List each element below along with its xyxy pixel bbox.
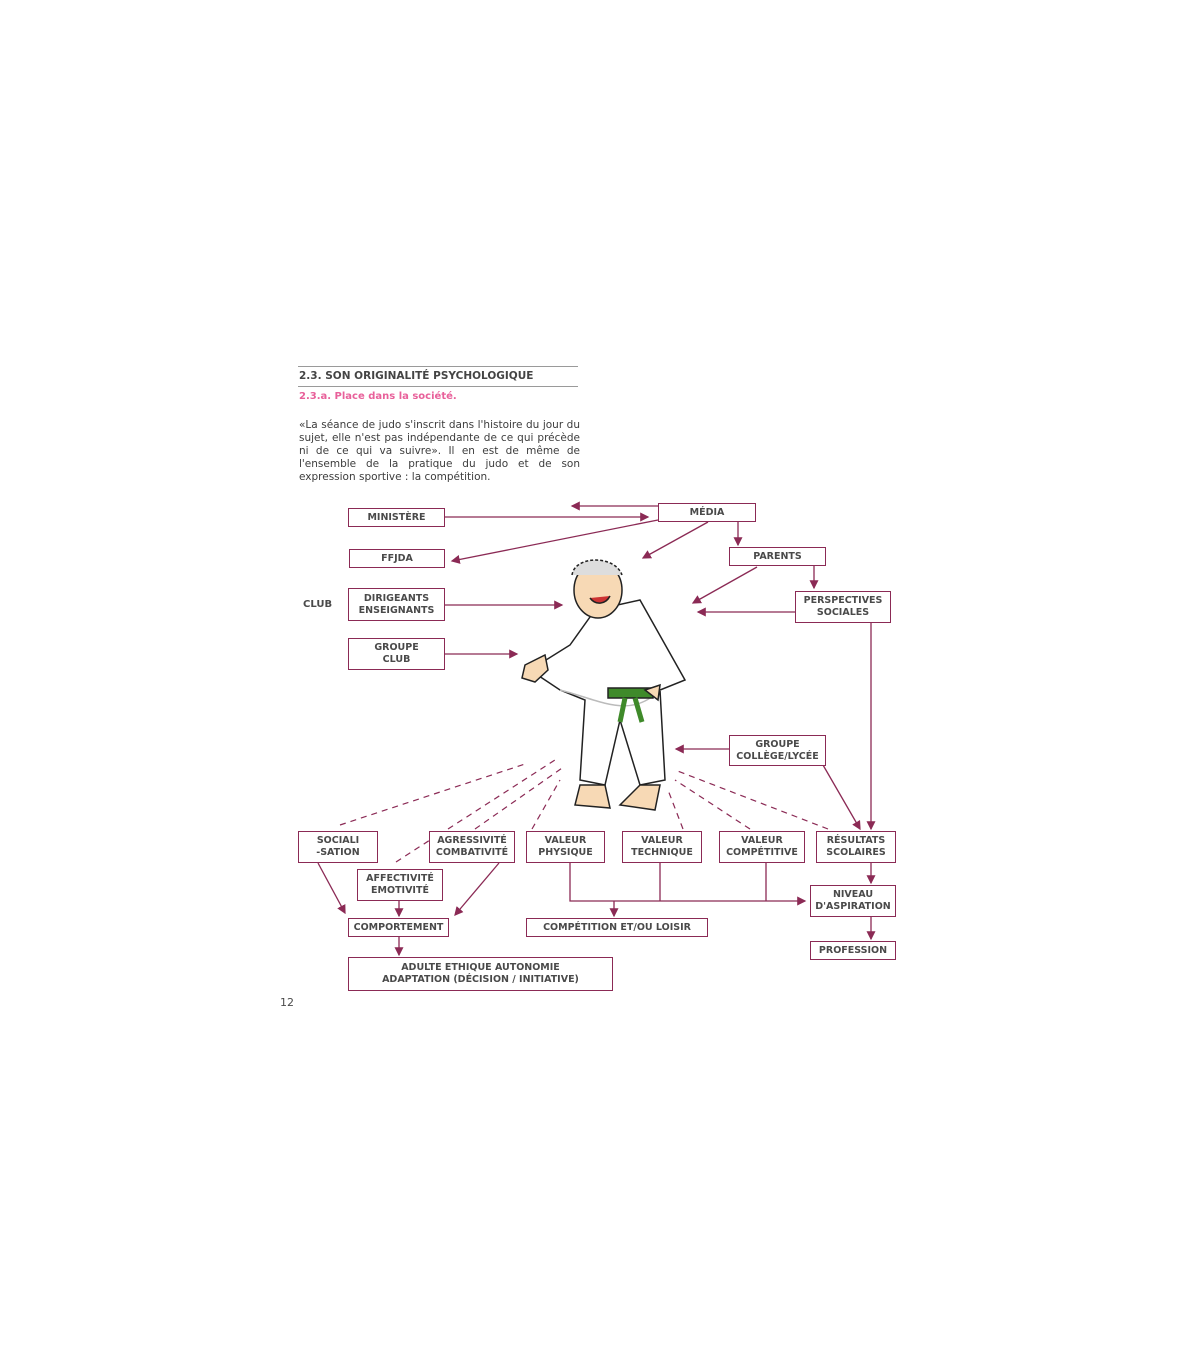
box-ffjda: FFJDA	[349, 549, 445, 568]
box-ministere: MINISTÈRE	[348, 508, 445, 527]
box-valeur-competitive: VALEUR COMPÉTITIVE	[719, 831, 805, 863]
box-parents: PARENTS	[729, 547, 826, 566]
box-perspectives: PERSPECTIVES SOCIALES	[795, 591, 891, 623]
page-number: 12	[280, 996, 294, 1009]
club-label: CLUB	[303, 599, 333, 610]
box-valeur-technique: VALEUR TECHNIQUE	[622, 831, 702, 863]
divider	[298, 366, 578, 367]
judoka-illustration	[521, 559, 687, 811]
box-groupe-college: GROUPE COLLÈGE/LYCÉE	[729, 735, 826, 766]
box-comportement: COMPORTEMENT	[348, 918, 449, 937]
divider	[298, 386, 578, 387]
box-media: MÉDIA	[658, 503, 756, 522]
box-resultats-scolaires: RÉSULTATS SCOLAIRES	[816, 831, 896, 863]
box-socialisation: SOCIALI-SATION	[298, 831, 378, 863]
box-dirigeants: DIRIGEANTS ENSEIGNANTS	[348, 588, 445, 621]
box-affectivite: AFFECTIVITÉ EMOTIVITÉ	[357, 869, 443, 901]
section-title: 2.3. SON ORIGINALITÉ PSYCHOLOGIQUE	[299, 370, 534, 382]
box-profession: PROFESSION	[810, 941, 896, 960]
box-groupe-club: GROUPE CLUB	[348, 638, 445, 670]
body-paragraph: «La séance de judo s'inscrit dans l'hist…	[299, 419, 580, 483]
box-agressivite: AGRESSIVITÉ COMBATIVITÉ	[429, 831, 515, 863]
box-adulte: ADULTE ETHIQUE AUTONOMIE ADAPTATION (DÉC…	[348, 957, 613, 991]
box-competition-loisir: COMPÉTITION ET/OU LOISIR	[526, 918, 708, 937]
subsection-title: 2.3.a. Place dans la société.	[299, 391, 457, 402]
box-valeur-physique: VALEUR PHYSIQUE	[526, 831, 605, 863]
box-niveau-aspiration: NIVEAU D'ASPIRATION	[810, 885, 896, 917]
